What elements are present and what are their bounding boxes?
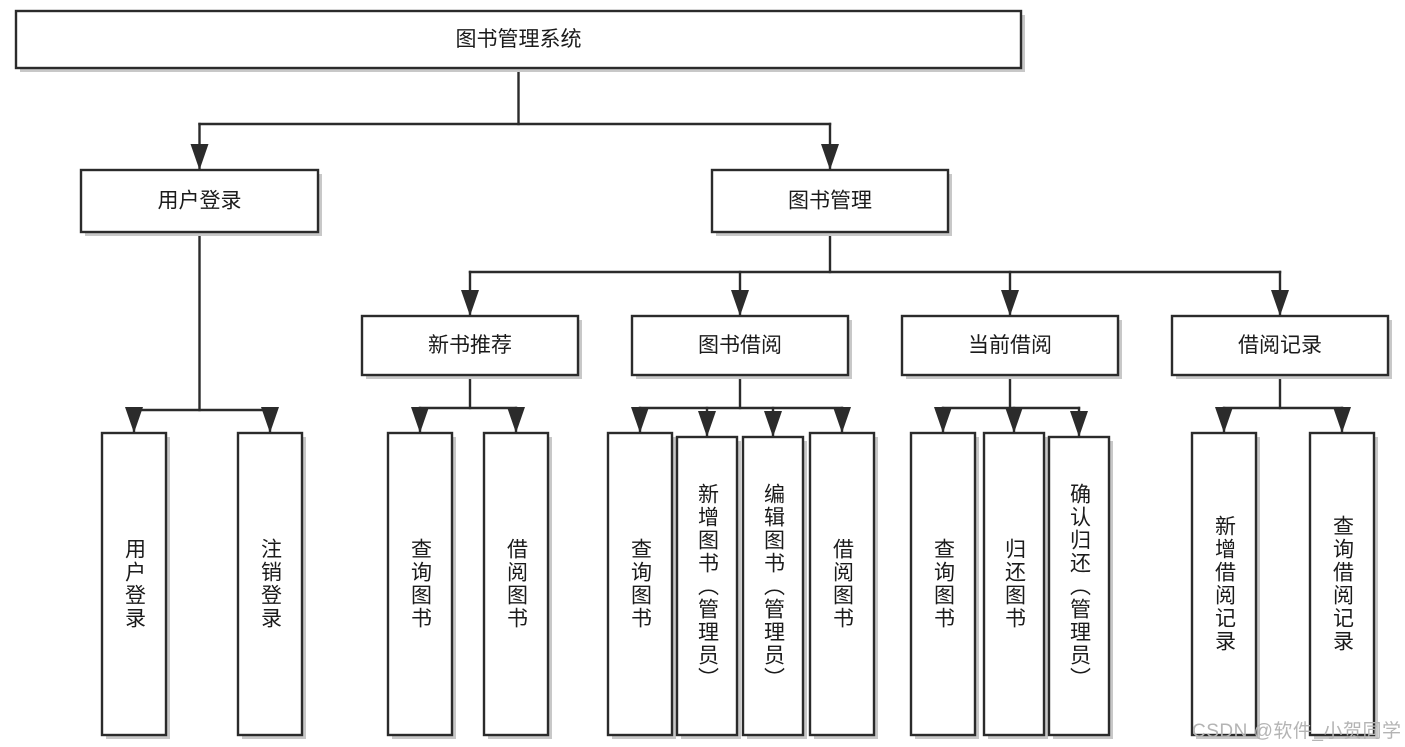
node-box-book-borrow[interactable] bbox=[630, 314, 850, 377]
arrow-head-icon-leaf-query-borrow-record bbox=[1333, 407, 1351, 433]
node-label-user-login: 用户登录 bbox=[158, 190, 242, 213]
arrow-head-icon-leaf-return-book bbox=[1005, 407, 1023, 433]
node-label-current-borrow: 当前借阅 bbox=[968, 334, 1052, 357]
node-box-leaf-query-book-current[interactable] bbox=[909, 431, 977, 737]
node-box-new-book-recommend[interactable] bbox=[360, 314, 580, 377]
node-box-leaf-user-login[interactable] bbox=[100, 431, 168, 737]
node-box-leaf-query-borrow-record[interactable] bbox=[1308, 431, 1376, 737]
node-box-root[interactable] bbox=[14, 9, 1023, 70]
node-box-book-management[interactable] bbox=[710, 168, 950, 234]
arrow-head-icon-user-login bbox=[190, 144, 209, 170]
node-box-leaf-return-book[interactable] bbox=[982, 431, 1046, 737]
arrow-head-icon-leaf-query-book-current bbox=[934, 407, 952, 433]
node-box-leaf-query-book-borrow[interactable] bbox=[606, 431, 674, 737]
arrow-head-icon-leaf-borrow-book-recommend bbox=[507, 407, 525, 433]
node-box-current-borrow[interactable] bbox=[900, 314, 1120, 377]
arrow-head-icon-leaf-borrow-book bbox=[833, 407, 851, 433]
arrow-head-icon-leaf-edit-book bbox=[764, 411, 782, 437]
connectors-layer bbox=[125, 66, 1351, 439]
node-box-leaf-edit-book[interactable] bbox=[741, 435, 805, 737]
boxes-layer bbox=[14, 9, 1392, 739]
node-box-leaf-logout[interactable] bbox=[236, 431, 304, 737]
arrow-head-icon-leaf-confirm-return bbox=[1070, 411, 1088, 437]
node-box-leaf-borrow-book[interactable] bbox=[808, 431, 876, 737]
arrow-head-icon-leaf-user-login bbox=[125, 407, 143, 433]
arrow-head-icon-borrow-record bbox=[1271, 290, 1289, 316]
node-label-borrow-record: 借阅记录 bbox=[1238, 334, 1322, 357]
node-label-book-borrow: 图书借阅 bbox=[698, 334, 782, 357]
node-box-borrow-record[interactable] bbox=[1170, 314, 1390, 377]
csdn-watermark: CSDN @软件_小贺同学 bbox=[1192, 721, 1402, 742]
arrow-head-icon-leaf-query-book-recommend bbox=[411, 407, 429, 433]
node-box-leaf-add-book[interactable] bbox=[675, 435, 739, 737]
node-label-book-management: 图书管理 bbox=[788, 190, 872, 213]
node-label-root: 图书管理系统 bbox=[456, 28, 582, 51]
arrow-head-icon-new-book-recommend bbox=[461, 290, 479, 316]
arrow-head-icon-leaf-query-book-borrow bbox=[631, 407, 649, 433]
arrow-head-icon-leaf-add-borrow-record bbox=[1215, 407, 1233, 433]
node-box-user-login[interactable] bbox=[79, 168, 320, 234]
arrow-head-icon-book-borrow bbox=[731, 290, 749, 316]
arrow-head-icon-book-management bbox=[821, 144, 839, 170]
node-box-leaf-borrow-book-recommend[interactable] bbox=[482, 431, 550, 737]
arrow-head-icon-current-borrow bbox=[1001, 290, 1019, 316]
node-box-leaf-query-book-recommend[interactable] bbox=[386, 431, 454, 737]
node-box-leaf-confirm-return[interactable] bbox=[1047, 435, 1111, 737]
arrow-head-icon-leaf-logout bbox=[261, 407, 279, 433]
arrow-head-icon-leaf-add-book bbox=[698, 411, 716, 437]
node-label-new-book-recommend: 新书推荐 bbox=[428, 334, 512, 357]
node-box-leaf-add-borrow-record[interactable] bbox=[1190, 431, 1258, 737]
